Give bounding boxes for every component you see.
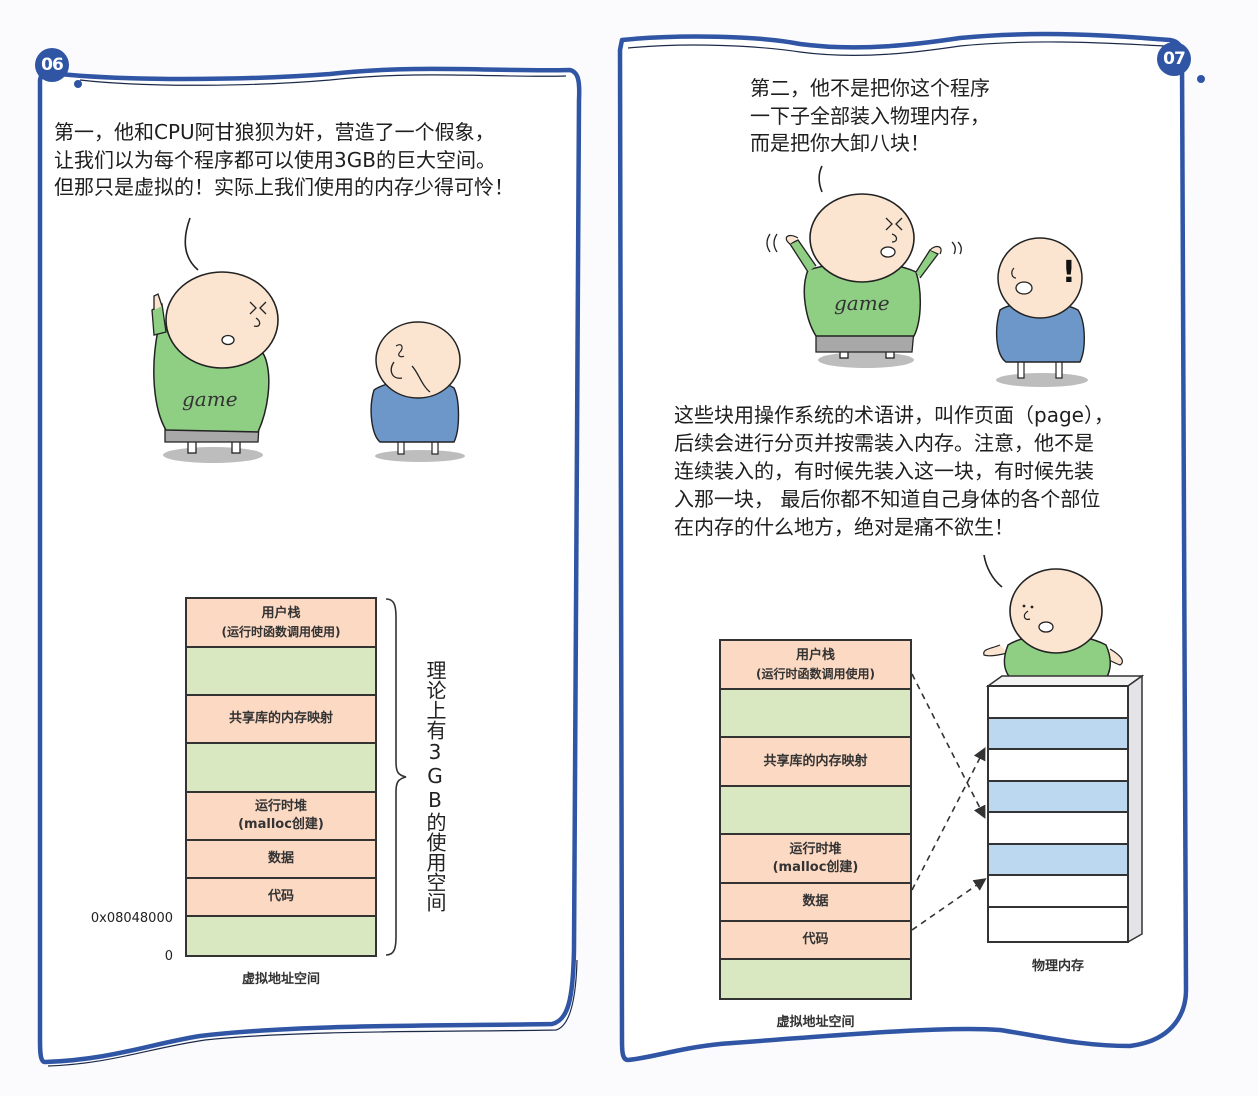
physical-memory-3d-edge xyxy=(985,674,1145,944)
segment-reserved xyxy=(187,917,375,955)
brace-label-3gb: 理论上有3GB的使用空间 xyxy=(423,660,447,912)
physical-page-loaded xyxy=(989,844,1127,876)
svg-text:game: game xyxy=(834,291,890,315)
mapping-arrow-data xyxy=(911,747,986,891)
physical-page xyxy=(989,687,1127,719)
segment-label: 代码 xyxy=(267,889,294,904)
segment-free-2 xyxy=(721,787,910,835)
physical-page xyxy=(989,876,1127,908)
svg-text:!: ! xyxy=(1062,255,1076,290)
panel-number-badge: 07 xyxy=(1157,42,1191,76)
mapping-arrow-code xyxy=(911,878,987,931)
virtual-address-space-caption-06: 虚拟地址空间 xyxy=(241,972,320,987)
segment-sublabel: (malloc创建) xyxy=(772,859,859,875)
speech-text-panel-06: 第一，他和CPU阿甘狼狈为奸，营造了一个假象， 让我们以为每个程序都可以使用3G… xyxy=(54,120,514,199)
segment-label: 运行时堆 xyxy=(254,799,307,814)
segment-code: 代码 xyxy=(721,922,910,960)
brace-icon xyxy=(385,598,407,956)
physical-page xyxy=(989,750,1127,782)
page-mapping-arrows xyxy=(911,673,987,931)
segment-label: 运行时堆 xyxy=(789,841,842,857)
segment-label: 共享库的内存映射 xyxy=(763,753,868,769)
svg-text:game: game xyxy=(182,387,238,411)
segment-shared-lib: 共享库的内存映射 xyxy=(721,738,910,787)
physical-page-loaded xyxy=(989,781,1127,813)
segment-heap: 运行时堆 (malloc创建) xyxy=(721,835,910,884)
segment-free-2 xyxy=(187,744,375,793)
panel-number-badge: 06 xyxy=(35,48,69,82)
physical-memory-caption: 物理内存 xyxy=(1031,959,1084,974)
segment-heap: 运行时堆 (malloc创建) xyxy=(187,793,375,841)
address-label-start: 0x08048000 xyxy=(90,911,173,926)
segment-free-1 xyxy=(187,648,375,696)
virtual-address-space-caption-07: 虚拟地址空间 xyxy=(776,1015,855,1030)
segment-label: 用户栈 xyxy=(795,647,835,663)
segment-data: 数据 xyxy=(721,884,910,922)
segment-label: 共享库的内存映射 xyxy=(228,711,333,726)
decorative-dot xyxy=(1197,75,1205,83)
segment-label: 数据 xyxy=(267,851,294,866)
characters-illustration-07: game ! xyxy=(766,165,1088,387)
virtual-address-space-diagram-07: 用户栈 (运行时函数调用使用) 共享库的内存映射 运行时堆 (malloc创建)… xyxy=(719,639,912,1000)
segment-label: 用户栈 xyxy=(261,605,301,621)
segment-shared-lib: 共享库的内存映射 xyxy=(187,696,375,744)
physical-page-loaded xyxy=(989,718,1127,750)
virtual-address-space-diagram-06: 用户栈 (运行时函数调用使用) 共享库的内存映射 运行时堆 (malloc创建)… xyxy=(185,597,377,957)
segment-sublabel: (malloc创建) xyxy=(238,817,324,832)
segment-reserved xyxy=(721,960,910,998)
address-label-zero: 0 xyxy=(164,949,173,964)
physical-memory-diagram xyxy=(987,685,1129,943)
segment-user-stack: 用户栈 (运行时函数调用使用) xyxy=(721,641,910,690)
segment-label: 代码 xyxy=(802,932,829,947)
speech-text-panel-07: 第二，他不是把你这个程序 一下子全部装入物理内存， 而是把你大卸八块！ xyxy=(750,76,990,155)
mapping-arrow-stack xyxy=(911,673,986,819)
segment-data: 数据 xyxy=(187,841,375,879)
segment-sublabel: (运行时函数调用使用) xyxy=(756,666,875,681)
explanation-text-panel-07: 这些块用操作系统的术语讲，叫作页面（page）， 后续会进行分页并按需装入内存。… xyxy=(674,403,1114,539)
segment-code: 代码 xyxy=(187,879,375,917)
segment-user-stack: 用户栈 (运行时函数调用使用) xyxy=(187,599,375,648)
segment-free-1 xyxy=(721,690,910,738)
physical-page xyxy=(989,813,1127,845)
characters-illustration-06: game xyxy=(151,217,465,463)
segment-sublabel: (运行时函数调用使用) xyxy=(221,624,341,639)
segment-label: 数据 xyxy=(802,894,829,909)
decorative-dot xyxy=(74,80,82,88)
physical-page xyxy=(989,907,1127,939)
